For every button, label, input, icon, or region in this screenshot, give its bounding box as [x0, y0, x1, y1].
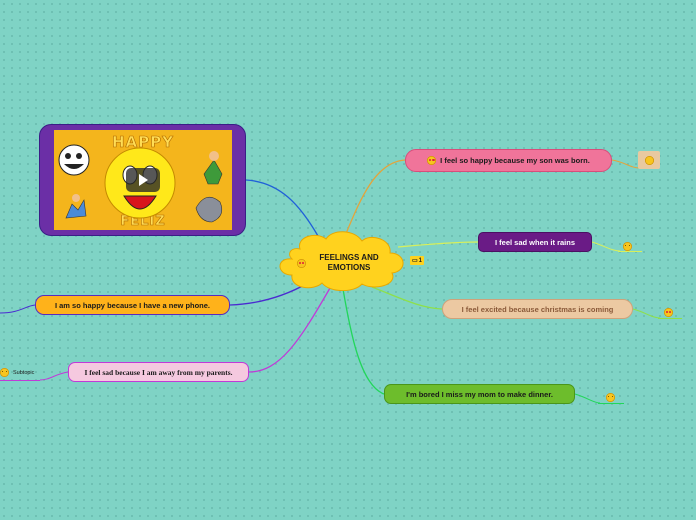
topic-son-born-label: I feel so happy because my son was born.: [440, 156, 590, 165]
topic-new-phone[interactable]: I am so happy because I have a new phone…: [35, 295, 230, 315]
heart-eyes-emoji-icon: [297, 259, 306, 268]
rains-subtopic-line: [618, 251, 642, 252]
topic-new-phone-label: I am so happy because I have a new phone…: [54, 300, 211, 310]
topic-away-parents-label: I feel sad because I am away from my par…: [84, 367, 233, 377]
play-icon[interactable]: [126, 168, 160, 192]
video-top-text: HAPPY: [111, 133, 174, 152]
sad-emoji-icon: [0, 368, 9, 377]
heart-kiss-emoji-icon: [664, 308, 673, 317]
shocked-emoji-node[interactable]: [606, 389, 615, 407]
video-bottom-text: FELIZ: [120, 214, 166, 230]
heart-kiss-emoji-node[interactable]: [664, 304, 673, 322]
comment-icon: ▭: [411, 258, 418, 264]
sad-emoji-node-rains[interactable]: [623, 238, 632, 256]
shocked-emoji-icon: [606, 393, 615, 402]
bored-subtopic-line: [598, 403, 624, 404]
comment-count: 1: [418, 257, 422, 264]
topic-excited-christmas[interactable]: I feel excited because christmas is comi…: [442, 299, 633, 319]
central-topic[interactable]: FEELINGS AND EMOTIONS: [270, 231, 408, 291]
grinning-emoji-icon: [644, 155, 654, 165]
topic-sad-rains-label: I feel sad when it rains: [494, 237, 576, 247]
topic-sad-rains[interactable]: I feel sad when it rains: [478, 232, 592, 252]
topic-bored-mom-label: I'm bored I miss my mom to make dinner.: [406, 389, 553, 399]
video-node[interactable]: HAPPY FELIZ: [39, 124, 246, 236]
comment-count-badge[interactable]: ▭ 1: [410, 256, 424, 265]
subtopic-label: Subtopic: [13, 370, 35, 376]
subtopic-line: [0, 380, 40, 381]
christmas-subtopic-line: [658, 318, 682, 319]
heart-eyes-emoji-icon: [427, 156, 437, 165]
video-thumbnail: HAPPY FELIZ: [54, 130, 232, 230]
sad-emoji-icon: [623, 242, 632, 251]
central-topic-label: FEELINGS AND EMOTIONS: [319, 253, 379, 272]
cloud-shape: [279, 231, 404, 291]
topic-son-born[interactable]: I feel so happy because my son was born.: [405, 149, 612, 172]
grinning-emoji-node[interactable]: [638, 151, 660, 169]
topic-away-parents[interactable]: I feel sad because I am away from my par…: [68, 362, 249, 382]
subtopic-node[interactable]: [0, 368, 9, 377]
topic-excited-christmas-label: I feel excited because christmas is comi…: [461, 304, 614, 314]
topic-bored-mom[interactable]: I'm bored I miss my mom to make dinner.: [384, 384, 575, 404]
